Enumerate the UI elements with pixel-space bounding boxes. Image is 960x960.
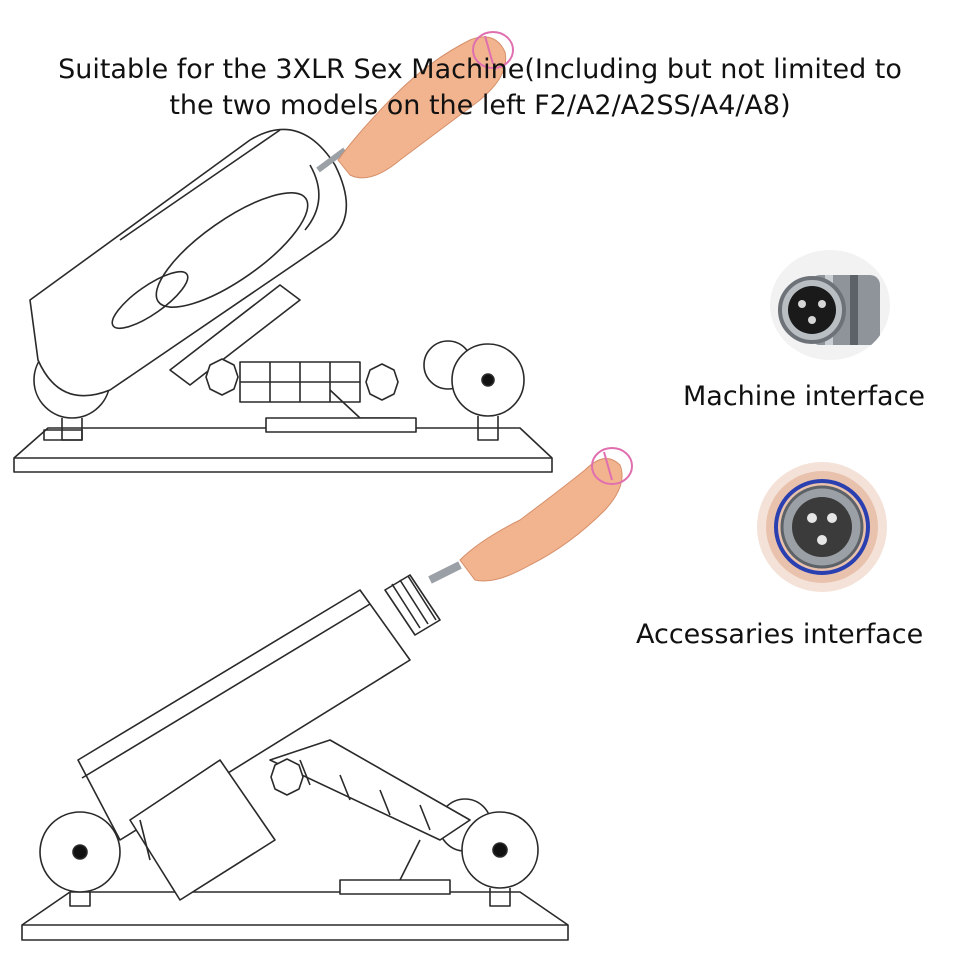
headline-line-2: the two models on the left F2/A2/A2SS/A4… (169, 90, 791, 121)
headline-line-1: Suitable for the 3XLR Sex Machine(Includ… (58, 54, 902, 85)
machine-body-bottom (77, 589, 411, 841)
machine-interface-label: Machine interface (683, 381, 926, 412)
accessories-interface-label: Accessaries interface (636, 619, 924, 650)
xlr-plug-icon (757, 462, 887, 592)
xlr-socket-icon (770, 250, 890, 360)
left-knob (205, 358, 239, 396)
attachment-top (337, 31, 514, 179)
knob-bottom (270, 758, 304, 796)
headline: Suitable for the 3XLR Sex Machine(Includ… (0, 52, 960, 124)
machine-body (29, 128, 348, 397)
attachment-bottom (459, 447, 633, 582)
right-knob (365, 363, 399, 401)
